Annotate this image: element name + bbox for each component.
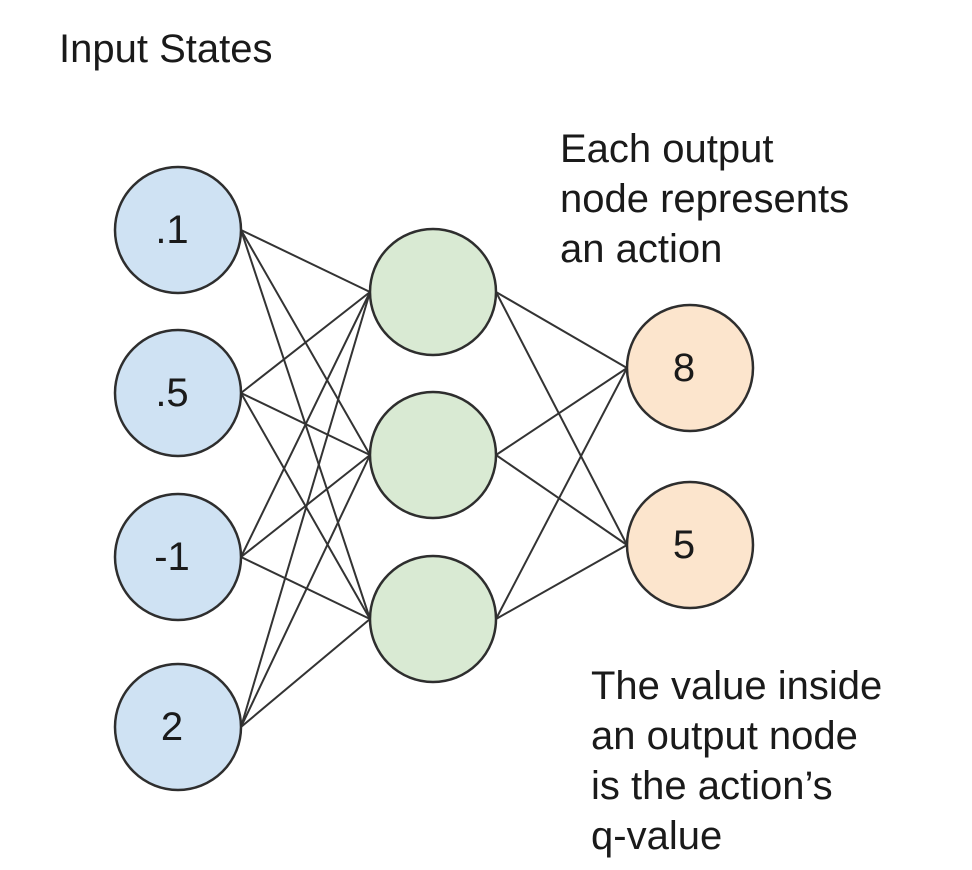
edge-hidden2-output2	[495, 454, 628, 546]
input-node-3	[113, 492, 243, 622]
input-node-2-label: .5	[155, 371, 188, 415]
edge-hidden3-output1	[495, 367, 628, 620]
hidden-node-1	[368, 227, 498, 357]
input-node-1	[113, 165, 243, 295]
edge-input1-hidden1	[240, 229, 371, 293]
edge-input3-hidden3	[240, 556, 371, 620]
input-node-2	[113, 328, 243, 458]
output-note: Each output node represents an action	[560, 127, 850, 271]
output-node-1-label: 8	[673, 346, 695, 390]
edge-input4-hidden3	[240, 618, 371, 728]
nodes-layer: .1 .5 -1 2 8 5	[113, 165, 755, 792]
input-node-3-label: -1	[154, 535, 190, 579]
hidden-node-2	[368, 390, 498, 520]
input-node-4-label: 2	[161, 705, 183, 749]
hidden-node-3	[368, 554, 498, 684]
output-node-2	[625, 480, 755, 610]
diagram-title: Input States	[59, 27, 273, 71]
input-node-4	[113, 662, 243, 792]
input-node-1-label: .1	[155, 208, 188, 252]
edge-hidden1-output1	[495, 291, 628, 369]
edge-input4-hidden1	[240, 291, 371, 728]
edge-hidden2-output1	[495, 367, 628, 456]
edge-input3-hidden1	[240, 291, 371, 558]
output-node-2-label: 5	[673, 523, 695, 567]
output-node-1	[625, 303, 755, 433]
qvalue-note: The value inside an output node is the a…	[591, 664, 883, 858]
edge-hidden3-output2	[495, 544, 628, 620]
edges-layer	[240, 229, 628, 728]
edge-hidden1-output2	[495, 291, 628, 546]
edge-input2-hidden1	[240, 291, 371, 394]
edge-input4-hidden2	[240, 454, 371, 728]
